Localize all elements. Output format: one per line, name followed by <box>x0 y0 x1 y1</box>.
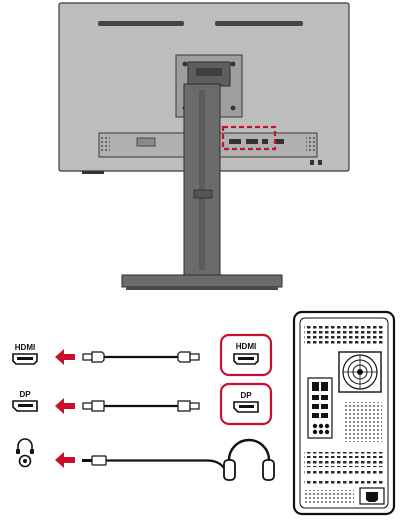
dp-port-group: DP <box>12 390 38 412</box>
dp-label-left: DP <box>19 390 31 399</box>
stand-hinge-slot <box>196 68 222 76</box>
kensington-slot <box>318 160 322 165</box>
stand-base-shadow <box>126 287 278 290</box>
vesa-screw-hole <box>182 61 188 67</box>
hdmi-port-inner <box>17 357 33 360</box>
pc-hdmi-port-callout: HDMI <box>219 333 273 377</box>
pc-tower-icon <box>292 310 396 516</box>
pc-side-vents <box>344 402 382 442</box>
speaker-grille-right <box>306 137 316 153</box>
dp-port-inner <box>239 405 254 408</box>
hdmi-port-inner <box>238 357 254 360</box>
monitor-stand <box>121 83 283 290</box>
hdmi-port-group: HDMI <box>12 343 38 365</box>
dp-port-inner <box>18 404 33 407</box>
pc-io-panel <box>307 377 333 439</box>
headphones-icon <box>223 438 275 481</box>
pc-expansion-slots <box>304 452 384 485</box>
pc-top-vents <box>304 324 384 346</box>
left-arrow-icon <box>55 452 75 468</box>
monitor-port-audio <box>262 139 268 144</box>
hdmi-cable <box>82 351 200 363</box>
control-buttons <box>82 171 104 174</box>
left-arrow-icon <box>55 398 75 414</box>
audio-cable <box>82 455 225 469</box>
pc-dp-port-callout: DP <box>219 382 273 426</box>
monitor-port-dp <box>246 139 258 144</box>
left-arrow-icon <box>55 349 75 365</box>
stand-column-groove <box>199 90 205 270</box>
power-inlet <box>136 137 156 147</box>
dp-label-right: DP <box>240 391 252 400</box>
vesa-screw-hole <box>230 61 236 67</box>
monitor-top-vent-right <box>215 21 303 26</box>
monitor-top-vent-left <box>98 21 184 26</box>
monitor-port-extra <box>274 139 284 144</box>
port-highlight-box <box>221 125 277 151</box>
speaker-grille-left <box>100 137 110 153</box>
vesa-screw-hole <box>230 105 236 111</box>
pc-power-supply <box>304 487 385 505</box>
stand-base <box>121 274 283 288</box>
hdmi-label-right: HDMI <box>236 342 256 351</box>
cable-clip <box>193 189 213 199</box>
dp-cable <box>82 400 200 412</box>
lock-slot <box>310 160 314 165</box>
direction-arrows <box>55 349 75 468</box>
audio-port-group <box>16 438 34 468</box>
pc-fan <box>338 351 382 393</box>
headphone-jack-icon <box>16 438 34 468</box>
hdmi-label-left: HDMI <box>15 343 35 352</box>
monitor-port-hdmi <box>229 139 241 144</box>
